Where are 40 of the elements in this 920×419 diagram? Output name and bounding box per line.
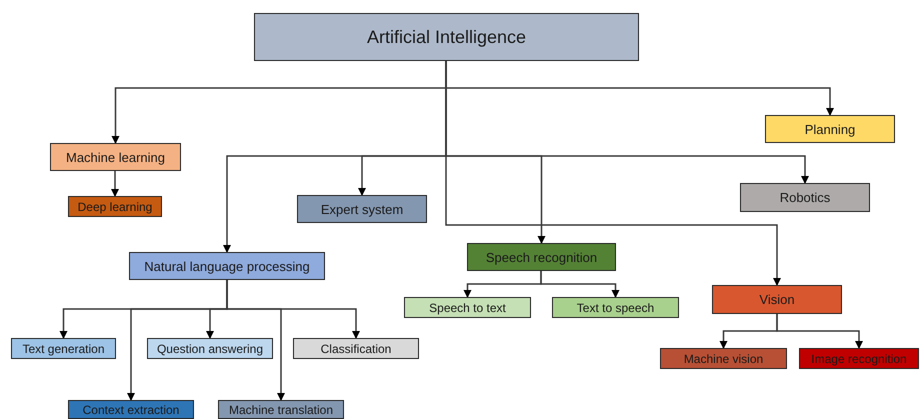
node-label: Robotics bbox=[780, 190, 830, 205]
node-label: Speech recognition bbox=[486, 250, 598, 264]
node-label: Machine translation bbox=[228, 402, 334, 416]
category-box bbox=[765, 115, 895, 143]
category-box bbox=[660, 348, 787, 369]
node-label: Text generation bbox=[22, 342, 105, 356]
node-label: Question answering bbox=[156, 342, 264, 356]
category-box bbox=[147, 338, 273, 359]
arrow bbox=[776, 314, 863, 349]
node-label: Natural language processing bbox=[144, 258, 310, 274]
category-box bbox=[712, 285, 842, 314]
node-label: Classification bbox=[320, 342, 392, 356]
node-label: Machine vision bbox=[684, 352, 764, 366]
node-label: Vision bbox=[759, 292, 795, 307]
node-label: Expert system bbox=[320, 202, 404, 216]
category-box bbox=[404, 297, 531, 318]
arrow bbox=[540, 271, 620, 298]
node-label: Machine learning bbox=[66, 150, 165, 164]
arrow bbox=[111, 170, 119, 197]
category-box bbox=[129, 252, 325, 280]
category-box bbox=[799, 348, 919, 369]
node-label: Artificial Intelligence bbox=[366, 26, 526, 48]
root-box bbox=[254, 13, 639, 61]
category-box bbox=[50, 143, 181, 171]
category-box bbox=[740, 183, 870, 212]
category-box bbox=[467, 243, 616, 271]
category-box bbox=[11, 338, 116, 359]
category-box bbox=[552, 297, 679, 318]
node-label: Speech to text bbox=[429, 300, 506, 314]
node-label: Text to speech bbox=[576, 300, 654, 314]
category-box bbox=[68, 400, 194, 419]
node-label: Deep learning bbox=[78, 200, 152, 214]
arrow bbox=[226, 280, 360, 339]
category-box bbox=[297, 195, 427, 223]
node-label: Context extraction bbox=[82, 402, 180, 416]
node-label: Image recognition bbox=[811, 352, 907, 366]
node-label: Planning bbox=[804, 122, 856, 136]
category-box bbox=[218, 400, 344, 419]
category-box bbox=[293, 338, 419, 359]
category-box bbox=[68, 196, 162, 217]
